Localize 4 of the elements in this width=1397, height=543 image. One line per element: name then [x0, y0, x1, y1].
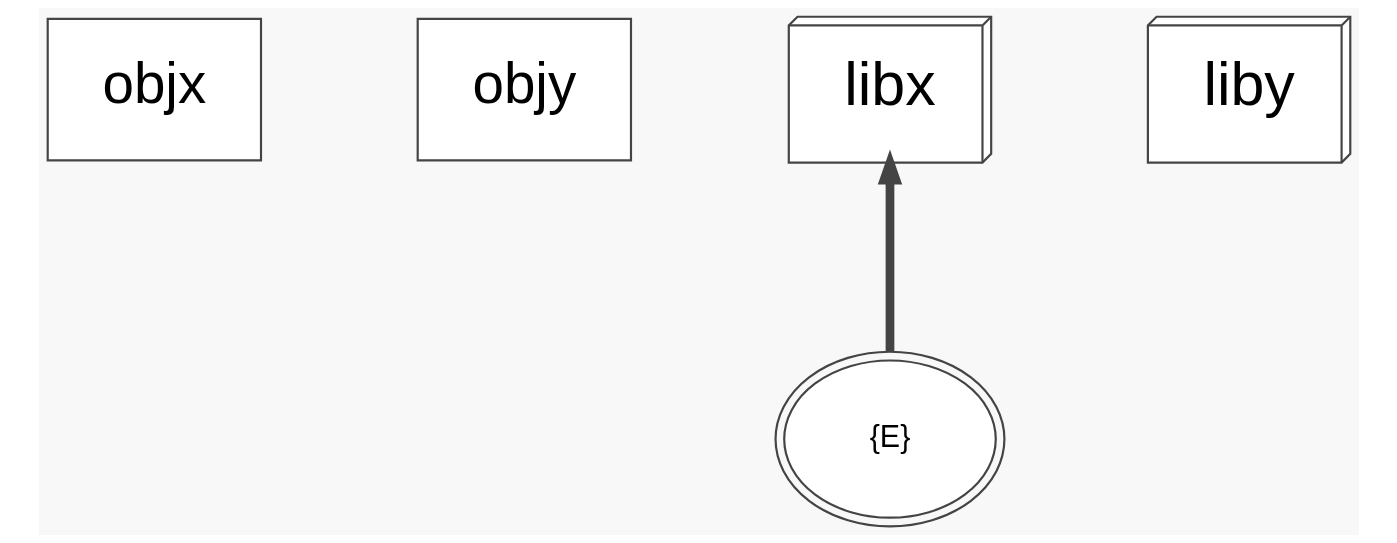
- node-box: objy: [416, 17, 632, 162]
- node-box: objx: [46, 17, 262, 162]
- arrow: [877, 149, 902, 352]
- node-ellipse: {E}: [773, 350, 1005, 528]
